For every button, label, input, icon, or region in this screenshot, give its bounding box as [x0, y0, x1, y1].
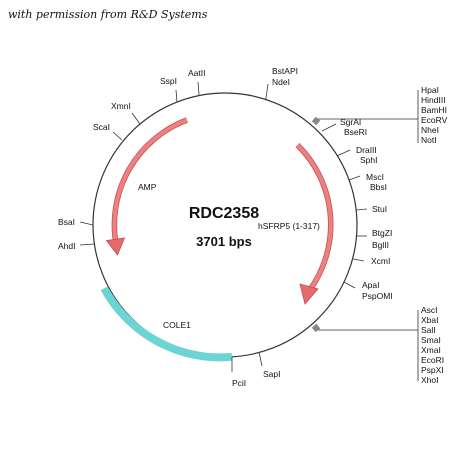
site-sapi: SapI	[263, 369, 281, 379]
sgrai-bseri-tick	[321, 123, 337, 132]
site-ecori: EcoRI	[421, 355, 444, 365]
site-stui: StuI	[372, 204, 387, 214]
site-xhoi: XhoI	[421, 375, 439, 385]
apai-pspomi-tick	[343, 281, 356, 289]
site-bsai: BsaI	[58, 217, 75, 227]
xmni-tick	[131, 112, 141, 125]
site-pcii: PciI	[232, 378, 246, 388]
site-smai: SmaI	[421, 335, 441, 345]
site-sspi: SspI	[160, 76, 177, 86]
site-apai: ApaI	[362, 280, 380, 290]
bstapi-ndei-tick	[265, 83, 269, 100]
site-ahdi: AhdI	[58, 241, 76, 251]
site-xcmi: XcmI	[371, 256, 390, 266]
site-ecorv: EcoRV	[421, 115, 448, 125]
site-hindiii: HindIII	[421, 95, 446, 105]
site-msci: MscI	[366, 172, 384, 182]
aatii-tick	[197, 81, 200, 96]
site-draiii: DraIII	[356, 145, 377, 155]
site-bglii: BglII	[372, 240, 389, 250]
hsfrp5-arrowhead	[299, 283, 319, 305]
site-pspxi: PspXI	[421, 365, 444, 375]
stui-tick	[355, 208, 368, 211]
feature-label-hsfrp5: hSFRP5 (1-317)	[258, 221, 320, 231]
xcmi-tick	[352, 258, 365, 262]
msci-bbsi-tick	[348, 175, 361, 181]
hsfrp5-arrow-core	[296, 143, 333, 293]
mcs2-marker	[311, 323, 321, 333]
site-btgzi: BtgZI	[372, 228, 392, 238]
plasmid-size: 3701 bps	[196, 234, 252, 249]
sapi-tick	[258, 351, 263, 367]
site-bseri: BseRI	[344, 127, 367, 137]
site-hpai: HpaI	[421, 85, 439, 95]
site-bbsi: BbsI	[370, 182, 387, 192]
site-xmni: XmnI	[111, 101, 131, 111]
site-bamhi: BamHI	[421, 105, 447, 115]
site-sphi: SphI	[360, 155, 378, 165]
draiii-sphi-tick	[336, 149, 351, 157]
site-xbai: XbaI	[421, 315, 439, 325]
feature-label-amp: AMP	[138, 182, 157, 192]
plasmid-name: RDC2358	[189, 205, 259, 222]
amp-arrowhead	[105, 237, 126, 256]
site-bstapi: BstAPI	[272, 66, 298, 76]
site-ndei: NdeI	[272, 77, 290, 87]
feature-label-cole1: COLE1	[163, 320, 191, 330]
amp-arrow-core	[112, 118, 188, 247]
sspi-tick	[175, 89, 178, 103]
mcs1-marker	[311, 116, 321, 126]
site-asci: AscI	[421, 305, 438, 315]
site-scai: ScaI	[93, 122, 110, 132]
ahdi-tick	[79, 243, 95, 246]
cole1-arc	[100, 286, 233, 362]
site-sgrai: SgrAI	[340, 117, 361, 127]
credit-line: with permission from R&D Systems	[8, 8, 208, 21]
site-nhei: NheI	[421, 125, 439, 135]
bsai-tick	[79, 221, 94, 226]
site-noti: NotI	[421, 135, 437, 145]
site-xmai: XmaI	[421, 345, 441, 355]
site-aatii: AatII	[188, 68, 205, 78]
site-pspomi: PspOMI	[362, 291, 393, 301]
site-sali: SalI	[421, 325, 436, 335]
scai-tick	[112, 131, 123, 141]
